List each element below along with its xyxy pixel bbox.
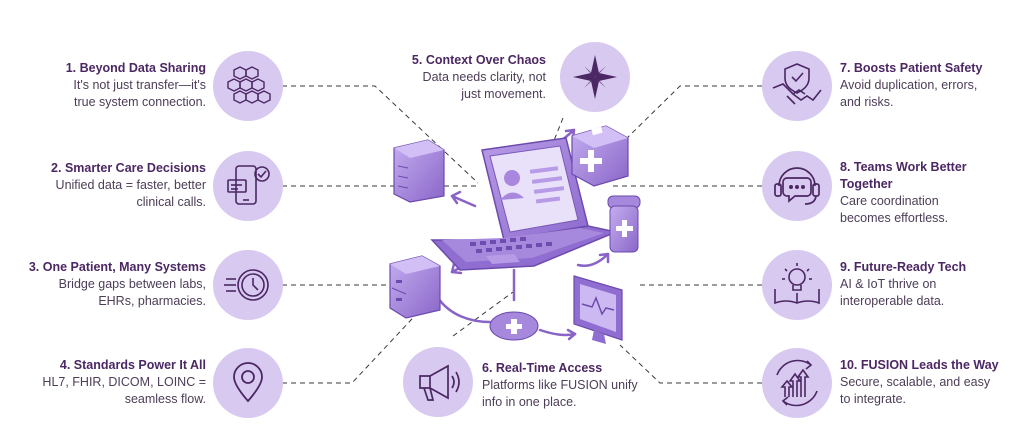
item-8-desc-line2: becomes effortless. <box>840 211 949 225</box>
headset-chat-icon <box>762 151 832 221</box>
item-2-desc-line1: Unified data = faster, better <box>55 178 206 192</box>
growth-arrows-icon <box>762 348 832 418</box>
book-lightbulb-icon <box>762 250 832 320</box>
item-8-desc-line1: Care coordination <box>840 194 939 208</box>
item-4-desc-line1: HL7, FHIR, DICOM, LOINC = <box>42 375 206 389</box>
item-1-title: 1. Beyond Data Sharing <box>65 61 206 75</box>
arrow-plus-to-monitor <box>538 328 577 337</box>
item-6-text: 6. Real-Time Access Platforms like FUSIO… <box>482 360 682 411</box>
filing-cabinet-illustration <box>389 255 441 319</box>
item-10-desc-line1: Secure, scalable, and easy <box>840 375 991 389</box>
item-10-text: 10. FUSION Leads the Way Secure, scalabl… <box>840 357 1022 408</box>
hexagon-network-icon <box>213 51 283 121</box>
compass-star-icon <box>560 42 630 112</box>
phone-checklist-icon <box>213 151 283 221</box>
item-8-text: 8. Teams Work Better Together Care coord… <box>840 159 1020 227</box>
item-7-title: 7. Boosts Patient Safety <box>840 61 983 75</box>
item-3-title: 3. One Patient, Many Systems <box>28 260 206 274</box>
connector-7 <box>624 85 762 141</box>
arrow-plus-to-monitor-head <box>566 328 577 341</box>
item-2-desc-line2: clinical calls. <box>136 195 206 209</box>
item-5-title: 5. Context Over Chaos <box>411 53 546 67</box>
location-pin-icon <box>213 348 283 418</box>
item-10-desc-line2: to integrate. <box>840 392 907 406</box>
plus-disc-illustration <box>489 311 539 341</box>
arrow-to-left-server-head <box>450 190 462 205</box>
item-1-desc-line1: It's not just transfer—it's <box>73 78 206 92</box>
item-1-text: 1. Beyond Data Sharing It's not just tra… <box>10 60 206 111</box>
item-7-desc-line2: and risks. <box>840 95 894 109</box>
item-5-desc-line1: Data needs clarity, not <box>422 70 546 84</box>
arrow-to-bottle <box>576 252 610 267</box>
item-5-text: 5. Context Over Chaos Data needs clarity… <box>360 52 546 103</box>
item-8-title-line2: Together <box>840 177 893 191</box>
connector-6 <box>452 291 514 337</box>
flow-arrows <box>436 128 610 341</box>
medkit-cube-illustration <box>571 125 629 187</box>
item-2-text: 2. Smarter Care Decisions Unified data =… <box>10 160 206 211</box>
arrow-to-bottle-head <box>598 252 610 264</box>
item-9-desc-line2: interoperable data. <box>840 294 945 308</box>
handshake-shield-icon <box>762 51 832 121</box>
fast-clock-icon <box>213 250 283 320</box>
item-4-title: 4. Standards Power It All <box>59 358 206 372</box>
item-8-title: 8. Teams Work Better <box>840 160 967 174</box>
monitor-illustration <box>573 275 623 344</box>
arrow-to-left-server <box>450 194 477 208</box>
item-1-desc-line2: true system connection. <box>73 95 206 109</box>
item-9-title: 9. Future-Ready Tech <box>840 260 967 274</box>
item-5-desc-line2: just movement. <box>461 87 546 101</box>
item-3-desc-line2: EHRs, pharmacies. <box>98 294 206 308</box>
item-6-desc-line1: Platforms like FUSION unify <box>482 378 638 392</box>
medicine-bottle-illustration <box>607 195 641 253</box>
item-7-text: 7. Boosts Patient Safety Avoid duplicati… <box>840 60 1020 111</box>
item-4-desc-line2: seamless flow. <box>124 392 206 406</box>
arrow-to-cabinet-head <box>450 262 463 275</box>
item-9-desc-line1: AI & IoT thrive on <box>840 277 937 291</box>
item-3-text: 3. One Patient, Many Systems Bridge gaps… <box>0 259 206 310</box>
connector-1 <box>282 85 479 184</box>
connector-10 <box>619 344 762 384</box>
item-6-desc-line2: info in one place. <box>482 395 577 409</box>
megaphone-icon <box>403 347 473 417</box>
item-7-desc-line1: Avoid duplication, errors, <box>840 78 978 92</box>
laptop-illustration <box>430 137 619 271</box>
connector-lines <box>282 85 762 384</box>
item-2-title: 2. Smarter Care Decisions <box>51 161 206 175</box>
item-6-title: 6. Real-Time Access <box>482 361 603 375</box>
server-tower-illustration <box>393 139 445 203</box>
item-9-text: 9. Future-Ready Tech AI & IoT thrive on … <box>840 259 1020 310</box>
item-3-desc-line1: Bridge gaps between labs, <box>58 277 206 291</box>
arrow-cabinet-to-plus <box>436 296 492 324</box>
item-4-text: 4. Standards Power It All HL7, FHIR, DIC… <box>10 357 206 408</box>
item-10-title: 10. FUSION Leads the Way <box>840 358 999 372</box>
